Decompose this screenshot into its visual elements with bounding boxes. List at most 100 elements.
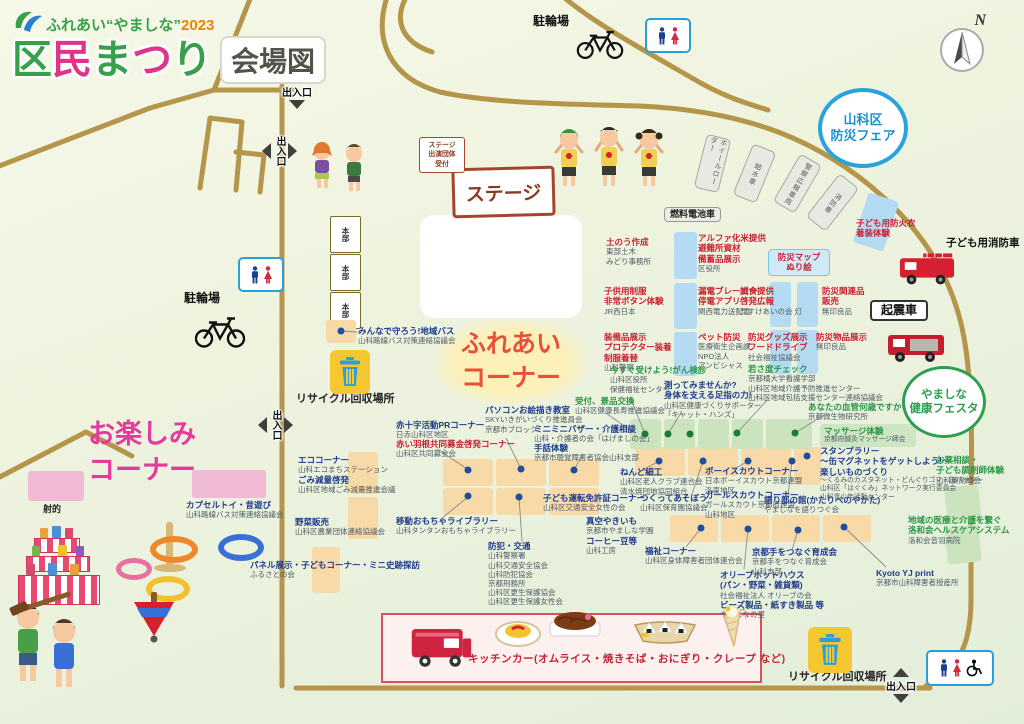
booth-equipment-line: 制服着替: [604, 352, 639, 363]
booth-breaker-line: 停電アプリ: [698, 296, 741, 307]
title-char: 区: [12, 38, 52, 82]
booth-olive-line: ビーズ製品・紙すき製品 等: [720, 599, 824, 610]
entrance-bottom: 出入口: [886, 668, 916, 703]
booth-local-bus-line: みんなで守ろう!地域バス: [358, 326, 455, 336]
booth-eco-corner-line: エココーナー: [298, 455, 350, 465]
booth-olive-line: やましなの里: [720, 610, 765, 620]
booth-tewotsunagu: 京都手をつなぐ育成会京都手をつなぐ育成会山科支部: [752, 547, 837, 576]
connector-line: [843, 526, 887, 568]
booth-kids-license-line: 子ども運転免許証コーナー: [543, 493, 646, 503]
kids-fire-clothes-line: 着装体験: [856, 228, 891, 239]
booth-marker-dot: [840, 523, 848, 531]
booth-girlscout-line: ガールスカウトコーナー: [705, 490, 799, 500]
booth-goods-display-line: 防災グッズ展示: [748, 332, 808, 342]
logo-year: 2023: [181, 17, 215, 34]
kitchen-car-label: キッチンカー(オムライス・焼きそば・おにぎり・クレープ など): [468, 653, 786, 665]
booth-gan-kenshin-line: 山科区役所: [610, 375, 648, 385]
booth-olive-line: オリーブホットハウス: [720, 570, 805, 580]
booth-kids-license: 子ども運転免許証コーナー山科区交通安全女性の会: [543, 493, 645, 513]
fureai-booth-box: [496, 459, 546, 486]
booth-yakiimo-line: 山科工房: [586, 545, 616, 555]
booth-bohan-kotsu-line: 山科区更生保護協会: [488, 587, 556, 597]
booth-vegetable-line: 野菜販売: [295, 517, 330, 527]
title-char: り: [172, 38, 212, 82]
recycle-label-1: リサイクル回収場所: [296, 393, 394, 406]
booth-panel-display: パネル展示・子どもコーナー・ミニ史跡探訪ふるさとの会: [250, 560, 420, 580]
booth-items-display-line: 無印良品: [816, 342, 846, 352]
festival-logo-icon: [15, 11, 42, 32]
booth-massage: マッサージ体験京都府鍼灸マッサージ師会: [820, 424, 916, 447]
booth-redcross-line: 日赤山科区地区: [396, 430, 449, 440]
booth-alpha-rice: アルファ化米提供避難所資材備蓄品展示区役所: [698, 233, 766, 273]
booth-nendo: ねんど細工山科区老人クラブ連合会清水焼団地協同組合: [620, 467, 703, 496]
booth-breaker-line: 関西電力送配電: [698, 306, 751, 316]
booth-wakasado-line: 山科区地域包括支援センター連絡協議会: [748, 392, 883, 402]
booth-sandbag-line: 東部土木: [606, 247, 636, 257]
eco-booth-box: [348, 497, 378, 539]
kishinsha-label-line: 起震車: [881, 303, 918, 317]
toilet-icon: [238, 257, 284, 292]
booth-redcross-line: 赤十字活動PRコーナー: [396, 420, 485, 430]
booth-bohan-kotsu-line: 山科区更生保護女性会: [488, 597, 563, 607]
booth-boyscout-line: 洛東地区: [705, 485, 735, 495]
booth-stamp-rally-line: ～くるみのカスタネット・どんぐりゴマ・缶バッジ～: [820, 477, 983, 485]
fuel-cell-vehicle: 燃料電池車: [664, 207, 722, 222]
booth-vegetable-line: 山科区農業団体連絡協議会: [295, 527, 385, 537]
booth-nendo-line: 山科区老人クラブ連合会: [620, 477, 703, 487]
wheelchair-icon: [966, 659, 982, 677]
connector-line: [794, 414, 825, 434]
booth-stamp-rally-line: 楽しいものづくり: [820, 466, 889, 477]
title-char: 民: [52, 38, 92, 82]
recycle-label-2-line: リサイクル回収場所: [788, 671, 887, 683]
booth-ashiyubi-line: 身体を支える足指の力!: [664, 390, 752, 401]
booth-medicine: お薬相談・子ども調剤師体験山科薬剤師会: [936, 455, 1004, 485]
connector-line: [743, 528, 749, 570]
booth-minibazaar-line: ミニミニバザー・介護相談: [534, 424, 637, 434]
booth-yakiimo-line: 真空やきいも: [586, 516, 638, 526]
fureai-corner-title: ふれあいコーナー: [436, 320, 586, 404]
booth-boyscout-line: ボーイスカウトコーナー: [705, 466, 799, 476]
booth-kyoto-yj-line: 京都市山科障害者授産所: [876, 578, 959, 588]
omurice-icon: [495, 621, 541, 647]
booth-marker-dot: [464, 492, 472, 500]
booth-olive: オリーブホットハウス(パン・野菜・雑貨類)社会福祉法人 オリーブの会ビーズ製品・…: [720, 570, 824, 619]
crepe-icon: [723, 604, 746, 647]
booth-eco-corner: エココーナー山科エコまちステーションごみ減量啓発山科区地域ごみ減量推進会議: [298, 455, 396, 494]
booth-massage-line: 京都府鍼灸マッサージ師会: [824, 436, 906, 444]
page-title: 区民まつり 会場図: [12, 36, 327, 84]
booth-tewotsunagu-line: 京都手をつなぐ育成会: [752, 557, 827, 567]
kids-fire-truck-label-line: 子ども用消防車: [946, 237, 1020, 249]
bosai-booth-box: [770, 330, 791, 374]
bosai-booth-box: [797, 330, 818, 374]
booth-kids-license-line: 山科区交通安全女性の会: [543, 503, 626, 513]
booth-bohan-kotsu-line: 防犯・交通: [488, 541, 531, 551]
booth-wakasado: 若さ度チェック京都橘大学看護学部山科区地域介護予防推進センター山科区地域包括支援…: [748, 364, 883, 402]
booth-tsukutte: つくってあそぼう山科区保育園協議会: [640, 493, 708, 513]
bosai-booth-box: [674, 232, 697, 279]
booth-akaihane-line: 赤い羽根共同募金啓発コーナー: [396, 439, 516, 449]
shateki-label: 射的: [43, 504, 61, 515]
booth-wakasado-line: 京都橘大学看護学部: [748, 374, 816, 384]
booth-panel-display-line: パネル展示・子どもコーナー・ミニ史跡探訪: [250, 560, 421, 570]
kenko-festa-circle: やましな健康フェスタ: [902, 366, 986, 438]
booth-girlscout-line: ガールスカウト京都府連盟: [705, 500, 795, 510]
booth-marker-dot: [744, 457, 752, 465]
recycle-bin-icon: [330, 350, 370, 394]
booth-stamp-rally-line: スタンプラリー: [820, 446, 880, 456]
stage-label: ステージ: [451, 165, 556, 219]
booth-uketsuke-line: 山科区健康長寿推進協議会: [575, 406, 665, 416]
booth-related-goods-line: 無印良品: [822, 306, 852, 316]
kids-fire-clothes: 子ども用防火衣着装体験: [856, 218, 916, 239]
booth-bohan-kotsu-line: 山科交通安全協会: [488, 560, 548, 570]
connector-line: [736, 396, 771, 434]
yakisoba-icon: [549, 612, 601, 637]
booth-local-bus-line: 山科路線バス対策連絡協議会: [358, 336, 456, 346]
booth-girlscout: ガールスカウトコーナーガールスカウト京都府連盟山科地区: [705, 490, 799, 519]
booth-items-display: 防災物品展示無印良品: [816, 332, 867, 352]
arrow-right-icon: [284, 417, 293, 433]
booth-marker-dot: [794, 526, 802, 534]
booth-sign-language-line: 手話体験: [534, 443, 569, 453]
